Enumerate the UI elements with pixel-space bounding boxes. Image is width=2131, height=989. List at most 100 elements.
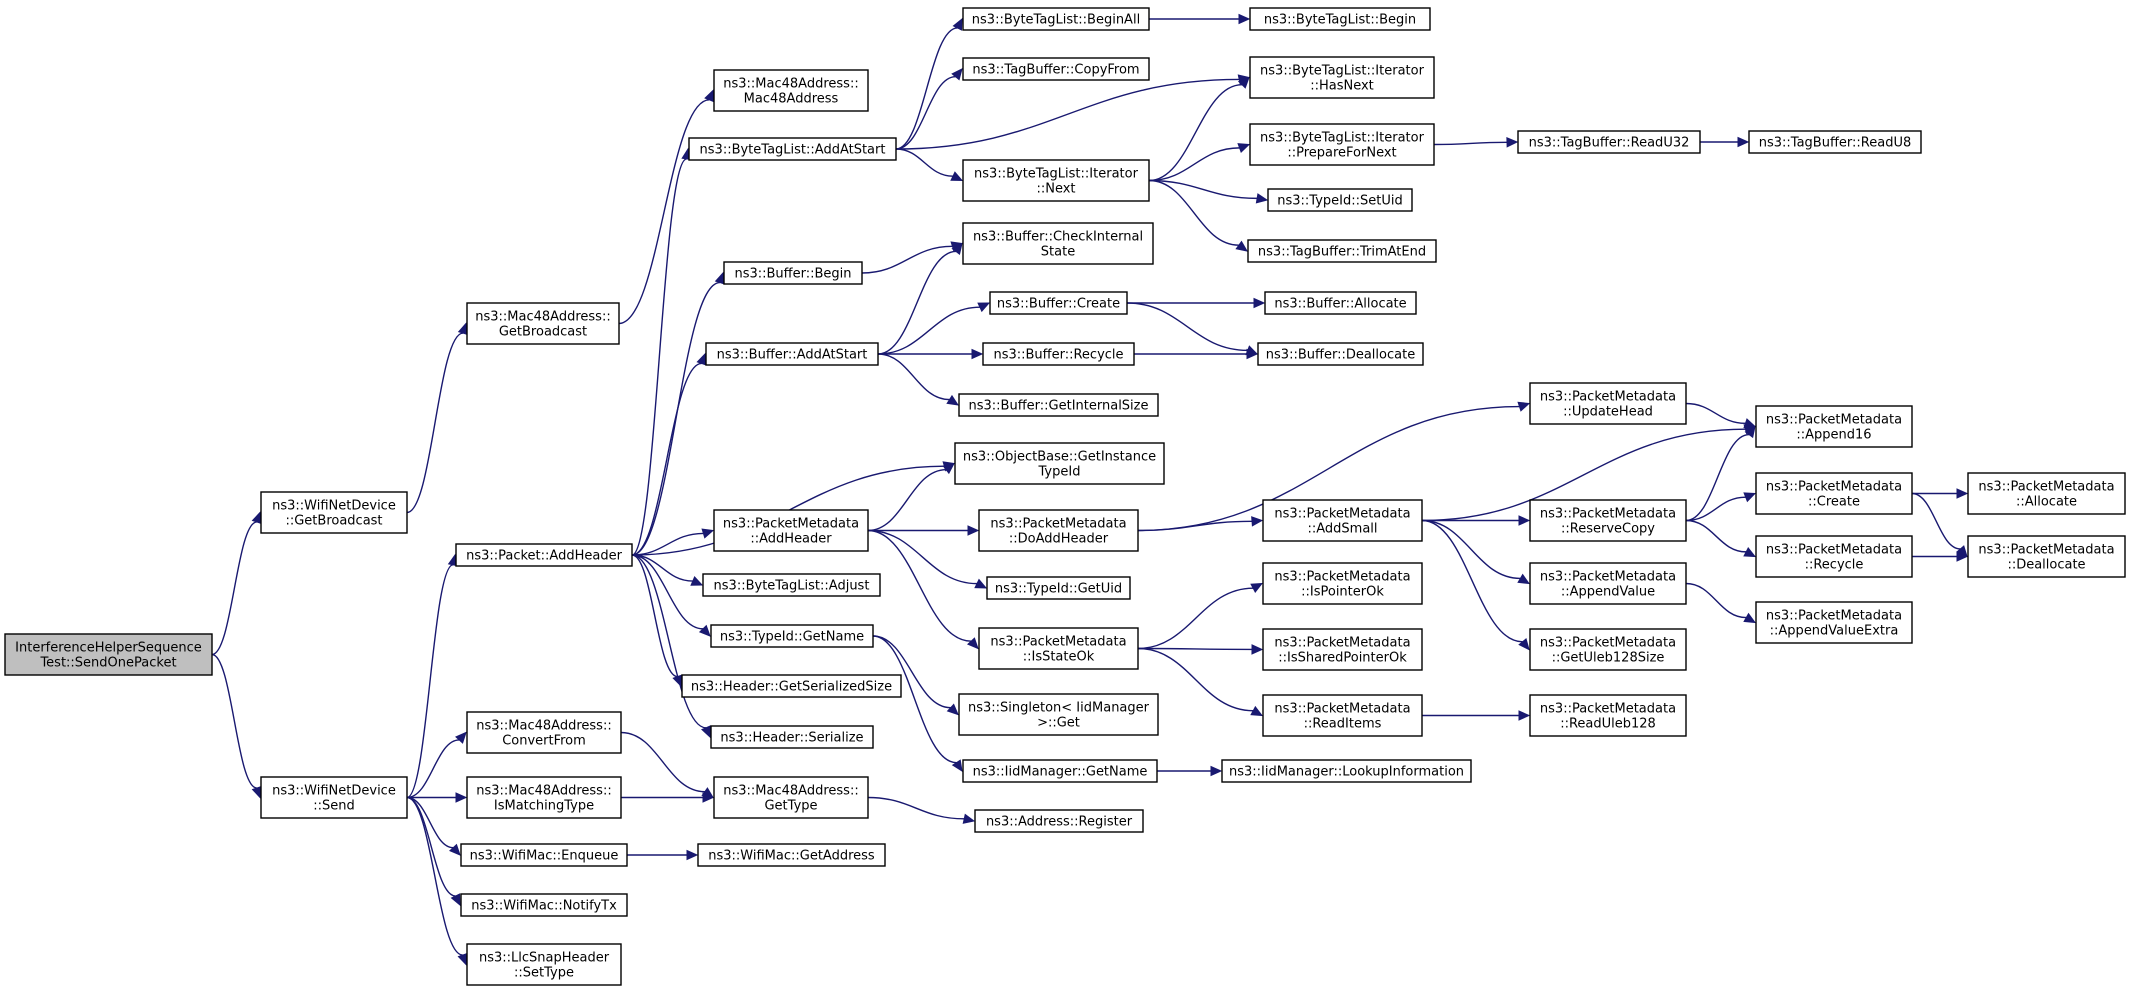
edge-arrowhead xyxy=(1518,515,1531,526)
edge-line xyxy=(895,78,1240,150)
node-iidmanager-getname[interactable]: ns3::IidManager::GetName xyxy=(962,759,1158,783)
node-tagbuffer-readu8[interactable]: ns3::TagBuffer::ReadU8 xyxy=(1748,130,1922,154)
node-btl-iter-next[interactable]: ns3::ByteTagList::Iterator::Next xyxy=(962,159,1150,202)
node-btl-iter-preparefornext[interactable]: ns3::ByteTagList::Iterator::PrepareForNe… xyxy=(1249,123,1435,166)
edge-layer xyxy=(211,13,1969,966)
node-pm-appendvalue[interactable]: ns3::PacketMetadata::AppendValue xyxy=(1529,562,1687,605)
node-wifimac-notifytx[interactable]: ns3::WifiMac::NotifyTx xyxy=(460,893,628,917)
edge-arrowhead xyxy=(1250,582,1264,594)
node-mac48-ismatchingtype[interactable]: ns3::Mac48Address::IsMatchingType xyxy=(466,776,622,819)
node-box xyxy=(1262,562,1423,605)
node-pm-deallocate[interactable]: ns3::PacketMetadata::Deallocate xyxy=(1967,535,2126,578)
node-btl-beginall[interactable]: ns3::ByteTagList::BeginAll xyxy=(962,7,1150,31)
node-btl-adjust[interactable]: ns3::ByteTagList::Adjust xyxy=(702,573,881,597)
node-iidmanager-lookupinformation[interactable]: ns3::IidManager::LookupInformation xyxy=(1221,759,1472,783)
node-pm-doaddheader[interactable]: ns3::PacketMetadata::DoAddHeader xyxy=(978,509,1139,552)
node-buffer-allocate[interactable]: ns3::Buffer::Allocate xyxy=(1264,291,1417,315)
node-typeid-setuid[interactable]: ns3::TypeId::SetUid xyxy=(1267,188,1413,212)
node-label: ns3::PacketMetadata xyxy=(1540,390,1676,405)
node-typeid-getname[interactable]: ns3::TypeId::GetName xyxy=(710,624,874,648)
node-label: ::UpdateHead xyxy=(1563,405,1653,420)
edge-arrowhead xyxy=(1238,13,1251,25)
node-packet-addheader[interactable]: ns3::Packet::AddHeader xyxy=(455,543,633,567)
node-pm-updatehead[interactable]: ns3::PacketMetadata::UpdateHead xyxy=(1529,382,1687,425)
node-box xyxy=(1247,239,1437,263)
node-pm-reservecopy[interactable]: ns3::PacketMetadata::ReserveCopy xyxy=(1529,499,1687,542)
edge-arrowhead xyxy=(1246,348,1259,360)
node-tagbuffer-trimatend[interactable]: ns3::TagBuffer::TrimAtEnd xyxy=(1247,239,1437,263)
node-pm-allocate[interactable]: ns3::PacketMetadata::Allocate xyxy=(1967,472,2126,515)
edge-arrowhead xyxy=(946,703,959,716)
node-wnd-getbroadcast[interactable]: ns3::WifiNetDevice::GetBroadcast xyxy=(260,491,408,534)
node-buffer-recycle[interactable]: ns3::Buffer::Recycle xyxy=(982,342,1135,366)
node-pm-getuleb128size[interactable]: ns3::PacketMetadata::GetUleb128Size xyxy=(1529,628,1687,671)
node-pm-isstateok[interactable]: ns3::PacketMetadata::IsStateOk xyxy=(978,627,1139,670)
node-tagbuffer-copyfrom[interactable]: ns3::TagBuffer::CopyFrom xyxy=(962,57,1150,81)
node-wifimac-enqueue[interactable]: ns3::WifiMac::Enqueue xyxy=(460,843,628,867)
node-pm-create[interactable]: ns3::PacketMetadata::Create xyxy=(1755,472,1913,515)
node-btl-addatstart[interactable]: ns3::ByteTagList::AddAtStart xyxy=(688,137,897,161)
node-pm-readitems[interactable]: ns3::PacketMetadata::ReadItems xyxy=(1262,694,1423,737)
edge-line xyxy=(211,653,258,789)
node-pm-appendvalueextra[interactable]: ns3::PacketMetadata::AppendValueExtra xyxy=(1755,601,1913,644)
node-pm-addsmall[interactable]: ns3::PacketMetadata::AddSmall xyxy=(1262,499,1423,542)
edge-line xyxy=(406,796,463,956)
node-pm-ispointerok[interactable]: ns3::PacketMetadata::IsPointerOk xyxy=(1262,562,1423,605)
node-address-register[interactable]: ns3::Address::Register xyxy=(974,809,1144,833)
edge-arrowhead xyxy=(1255,193,1269,204)
node-llcsnap-settype[interactable]: ns3::LlcSnapHeader::SetType xyxy=(466,943,622,986)
node-label: ::Allocate xyxy=(2016,495,2077,510)
node-wnd-send[interactable]: ns3::WifiNetDevice::Send xyxy=(260,776,408,819)
node-mac48-convertfrom[interactable]: ns3::Mac48Address::ConvertFrom xyxy=(466,711,622,754)
edge-line xyxy=(631,554,693,582)
node-label: ns3::IidManager::GetName xyxy=(973,765,1148,780)
node-label: ns3::Mac48Address:: xyxy=(723,77,858,92)
edge-line xyxy=(1148,147,1240,182)
node-btl-iter-hasnext[interactable]: ns3::ByteTagList::Iterator::HasNext xyxy=(1249,56,1435,99)
node-pm-recycle[interactable]: ns3::PacketMetadata::Recycle xyxy=(1755,535,1913,578)
node-wifimac-getaddress[interactable]: ns3::WifiMac::GetAddress xyxy=(697,843,886,867)
node-buffer-create[interactable]: ns3::Buffer::Create xyxy=(989,291,1128,315)
node-buffer-begin[interactable]: ns3::Buffer::Begin xyxy=(723,261,863,285)
node-singleton-get[interactable]: ns3::Singleton< IidManager>::Get xyxy=(958,693,1159,736)
node-label: ::ReadItems xyxy=(1304,717,1382,732)
node-box xyxy=(1267,188,1413,212)
node-label: ns3::Packet::AddHeader xyxy=(466,549,622,564)
node-mac48-gettype[interactable]: ns3::Mac48Address::GetType xyxy=(713,776,869,819)
edge-arrowhead xyxy=(455,792,468,803)
node-pm-addheader[interactable]: ns3::PacketMetadata::AddHeader xyxy=(713,509,869,552)
edge-btl-iter-next-to-btl-iter-hasnext xyxy=(1148,76,1250,182)
edge-mac48-gettype-to-address-register xyxy=(867,796,976,824)
node-box xyxy=(1249,123,1435,166)
node-label: ns3::WifiNetDevice xyxy=(272,499,396,514)
node-mac48-getbroadcast[interactable]: ns3::Mac48Address::GetBroadcast xyxy=(466,302,620,345)
node-root[interactable]: InterferenceHelperSequenceTest::SendOneP… xyxy=(4,633,213,676)
node-btl-begin[interactable]: ns3::ByteTagList::Begin xyxy=(1249,7,1431,31)
node-typeid-getuid[interactable]: ns3::TypeId::GetUid xyxy=(986,576,1131,600)
node-label: ns3::PacketMetadata xyxy=(1274,702,1410,717)
node-pm-append16[interactable]: ns3::PacketMetadata::Append16 xyxy=(1755,405,1913,448)
node-tagbuffer-readu32[interactable]: ns3::TagBuffer::ReadU32 xyxy=(1517,130,1701,154)
node-label: Mac48Address xyxy=(744,92,839,107)
edge-line xyxy=(406,739,460,799)
node-box xyxy=(986,576,1131,600)
node-pm-readuleb128[interactable]: ns3::PacketMetadata::ReadUleb128 xyxy=(1529,694,1687,737)
node-header-getserializedsize[interactable]: ns3::Header::GetSerializedSize xyxy=(681,674,902,698)
edge-line xyxy=(1148,83,1243,182)
node-header-serialize[interactable]: ns3::Header::Serialize xyxy=(710,725,874,749)
node-label: State xyxy=(1041,245,1075,260)
node-box xyxy=(702,573,881,597)
edge-line xyxy=(631,554,707,729)
edge-line xyxy=(895,76,956,150)
node-buffer-deallocate[interactable]: ns3::Buffer::Deallocate xyxy=(1257,342,1424,366)
node-buffer-getinternalsize[interactable]: ns3::Buffer::GetInternalSize xyxy=(958,393,1159,417)
edge-arrowhead xyxy=(1956,488,1969,499)
edge-line xyxy=(631,554,678,678)
node-buffer-addatstart[interactable]: ns3::Buffer::AddAtStart xyxy=(705,342,879,366)
edge-packet-addheader-to-header-getserializedsize xyxy=(631,554,683,688)
node-pm-issharedpointerok[interactable]: ns3::PacketMetadata::IsSharedPointerOk xyxy=(1262,628,1423,671)
node-mac48-ctor[interactable]: ns3::Mac48Address::Mac48Address xyxy=(713,69,869,112)
node-label: ns3::Mac48Address:: xyxy=(476,784,611,799)
